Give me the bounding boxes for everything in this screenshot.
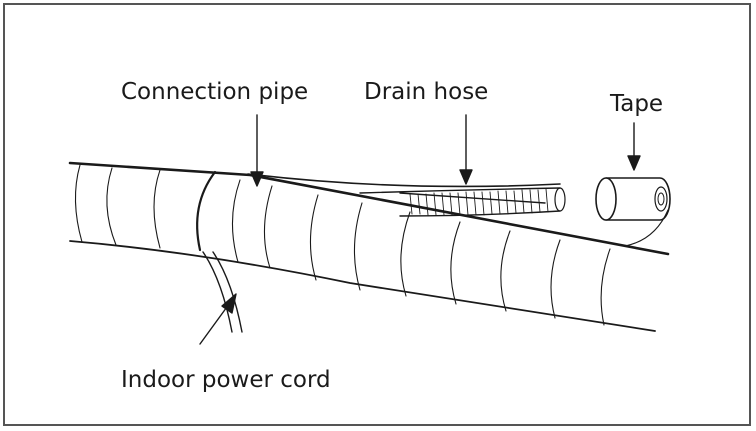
drain-hose-arrow xyxy=(459,114,473,185)
connection-pipe-label: Connection pipe xyxy=(121,79,309,105)
tape-arrow xyxy=(627,122,641,171)
wrapped-pipe-bundle xyxy=(68,161,670,332)
pointer-arrows xyxy=(199,114,641,345)
tape-roll xyxy=(595,177,671,247)
indoor-power-cord-label: Indoor power cord xyxy=(121,367,331,393)
indoor-power-cord xyxy=(202,251,243,333)
drain-hose-label: Drain hose xyxy=(364,79,489,105)
power-cord-arrow xyxy=(199,293,237,345)
connection-pipe-arrow xyxy=(250,114,264,187)
tape-label: Tape xyxy=(610,91,664,117)
